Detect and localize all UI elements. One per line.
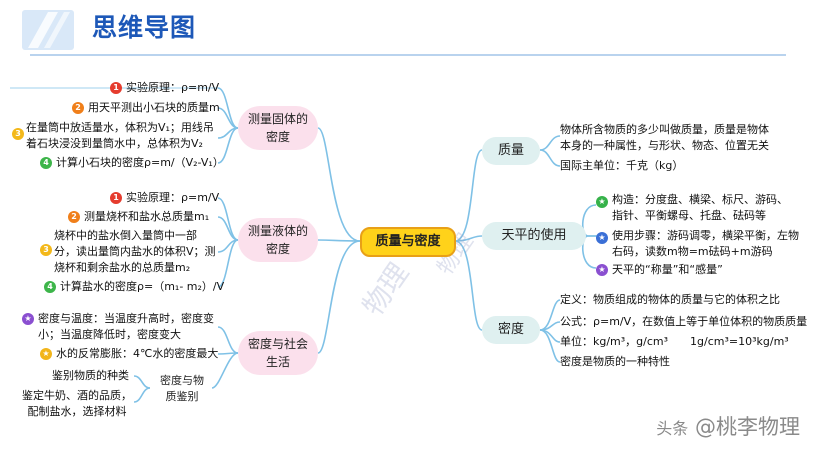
star-icon: ★: [596, 264, 608, 276]
topic-density: 密度: [482, 316, 540, 344]
topic-liquid-density: 测量液体的密度: [238, 218, 318, 262]
step-3-icon: 3: [40, 244, 52, 256]
subtopic-density-identification: 密度与物质鉴别: [150, 372, 214, 406]
list-item: 定义：物质组成的物体的质量与它的体积之比: [560, 293, 780, 306]
star-icon: ★: [596, 196, 608, 208]
topic-label: 测量固体的密度: [248, 112, 309, 144]
list-item: ★构造：分度盘、横梁、标尺、游码、指针、平衡螺母、托盘、砝码等: [596, 192, 792, 224]
center-topic: 质量与密度: [360, 227, 456, 257]
step-1-icon: 1: [110, 192, 122, 204]
list-item: 物体所含物质的多少叫做质量，质量是物体本身的一种属性，与形状、物态、位置无关: [560, 123, 769, 152]
list-item: ★水的反常膨胀：4℃水的密度最大: [40, 346, 218, 362]
topic-label: 密度与社会生活: [248, 337, 309, 369]
topic-balance-usage: 天平的使用: [482, 222, 586, 250]
topic-mass: 质量: [482, 137, 540, 165]
list-item: 密度是物质的一种特性: [560, 355, 670, 368]
credit-symbol: 头条: [656, 419, 689, 438]
step-4-icon: 4: [44, 281, 56, 293]
list-item: 单位：kg/m³，g/cm³ 1g/cm³=10³kg/m³: [560, 335, 789, 348]
step-4-icon: 4: [40, 157, 52, 169]
credit-name: @桃李物理: [695, 415, 800, 439]
star-icon: ★: [596, 232, 608, 244]
title-divider: [30, 54, 786, 56]
author-credit: 头条 @桃李物理: [656, 411, 800, 441]
subtopic-label: 密度与物质鉴别: [160, 374, 204, 403]
topic-density-society: 密度与社会生活: [238, 331, 318, 375]
header-decoration-icon: [22, 10, 74, 50]
list-item: ★使用步骤：游码调零，横梁平衡，左物右码，读数m物=m砝码+m游码: [596, 228, 806, 260]
list-item: 国际主单位：千克（kg）: [560, 159, 684, 172]
step-1-icon: 1: [110, 82, 122, 94]
list-item: 公式：ρ=m/V，在数值上等于单位体积的物质质量: [560, 315, 808, 328]
step-3-icon: 3: [12, 128, 24, 140]
list-item: 鉴别物质的种类: [52, 369, 129, 382]
list-item: ★密度与温度：当温度升高时，密度变小；当温度降低时，密度变大: [22, 311, 218, 343]
star-icon: ★: [22, 313, 34, 325]
topic-label: 测量液体的密度: [248, 224, 309, 256]
page-title: 思维导图: [92, 13, 197, 42]
step-2-icon: 2: [72, 102, 84, 114]
star-icon: ★: [40, 348, 52, 360]
list-item: 鉴定牛奶、酒的品质，配制盐水，选择材料: [22, 389, 132, 418]
step-2-icon: 2: [68, 211, 80, 223]
topic-solid-density: 测量固体的密度: [238, 106, 318, 150]
list-item: ★天平的“称量”和“感量”: [596, 262, 723, 278]
